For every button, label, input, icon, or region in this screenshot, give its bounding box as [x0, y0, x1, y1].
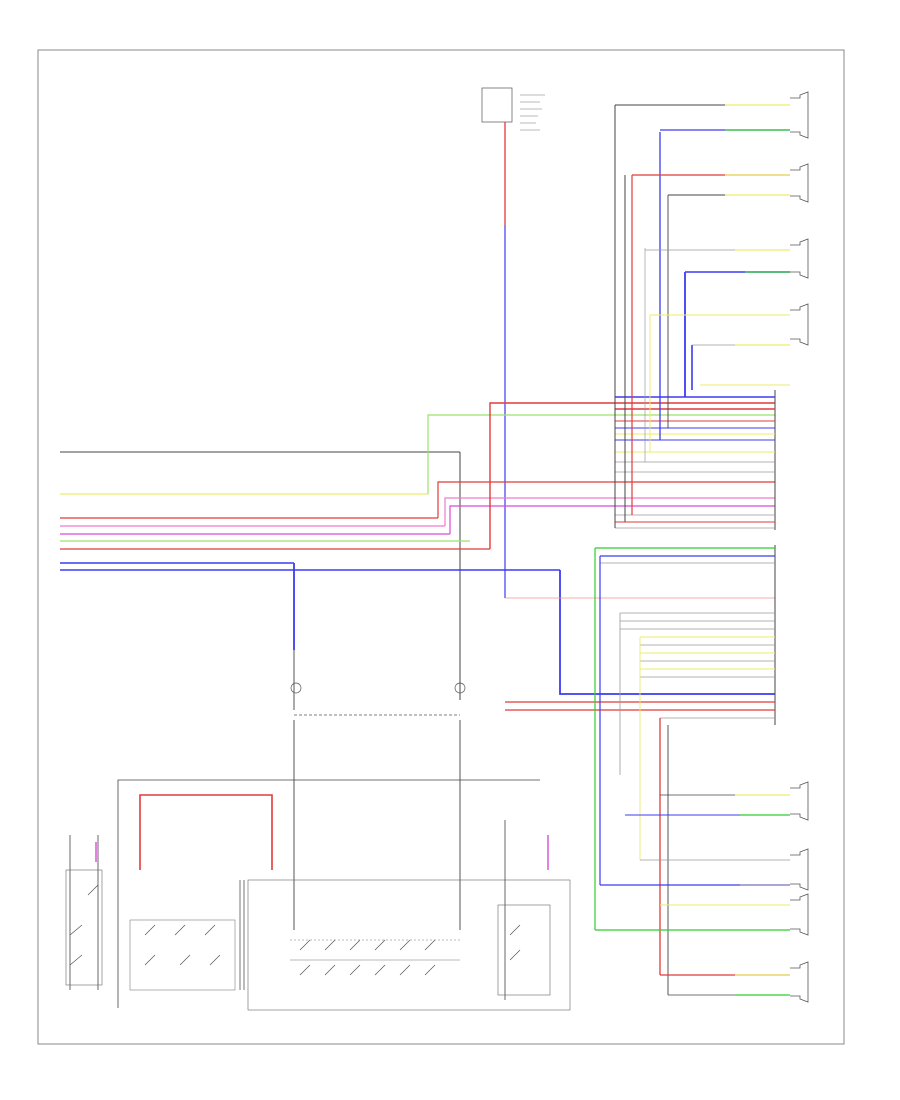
harness-risers — [293, 402, 775, 695]
right-connector-upper — [615, 390, 776, 530]
bottom-center-switch — [117, 779, 571, 1011]
speaker-2 — [790, 163, 809, 203]
speaker-3 — [790, 238, 809, 279]
speaker-8 — [790, 961, 809, 1003]
left-harness — [60, 451, 560, 700]
speaker-5 — [790, 781, 809, 821]
speaker-6 — [790, 848, 809, 891]
radio-receiver — [481, 87, 545, 131]
diagram-frame — [37, 49, 845, 1045]
speaker-1 — [790, 91, 809, 139]
bottom-left-switch — [65, 835, 103, 990]
center-connectors — [290, 650, 466, 930]
upper-speaker-wiring — [614, 104, 790, 528]
lower-speaker-wiring — [594, 548, 790, 996]
speaker-4 — [790, 303, 809, 346]
bottom-right-switch — [497, 820, 551, 1000]
speaker-7 — [790, 893, 809, 936]
